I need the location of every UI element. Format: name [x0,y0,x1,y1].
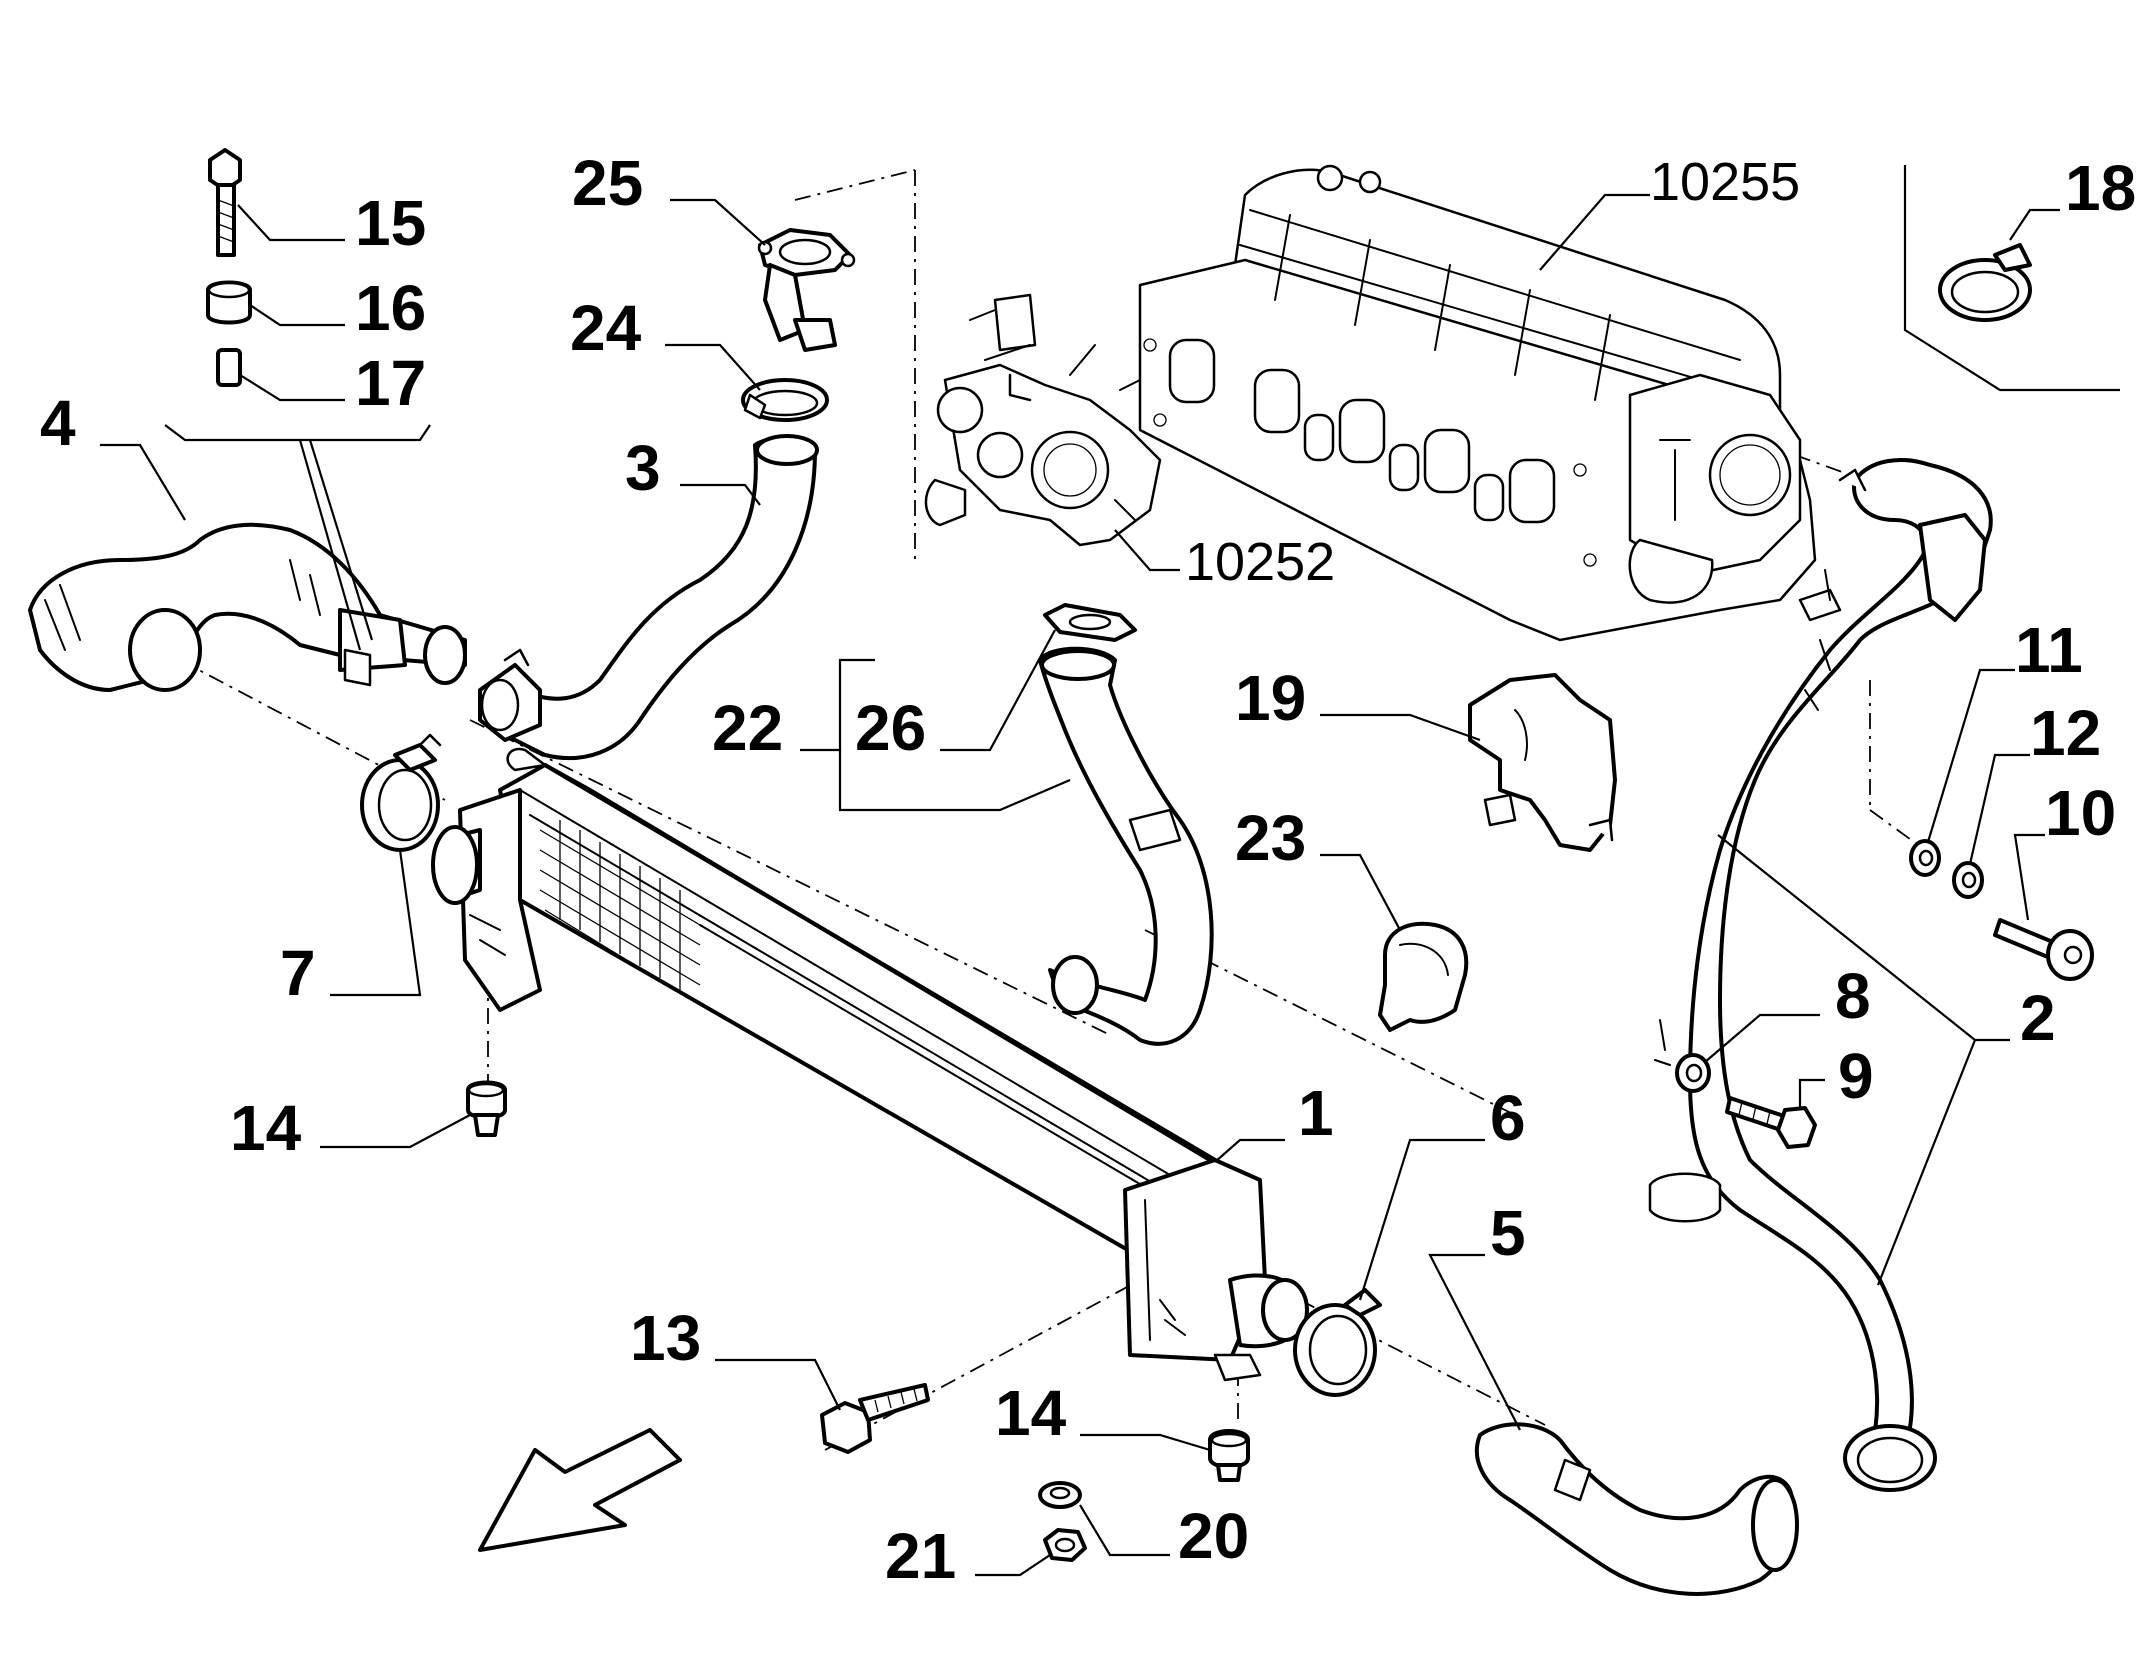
callout-16: 16 [355,272,426,344]
intercooler-fins [539,820,701,1006]
callout-20: 20 [1178,1500,1249,1572]
callout-10: 10 [2045,777,2116,849]
callout-15: 15 [355,187,426,259]
callout-22: 22 [712,692,783,764]
intake-manifold [1138,164,1817,642]
callout-11: 11 [2015,614,2083,686]
bracket-19 [1468,673,1617,852]
flanged-connector-25 [757,228,856,352]
callout-3: 3 [625,432,661,504]
callout-25: 25 [572,147,643,219]
hose-clamp-18 [1938,243,2032,322]
lower-hose-5 [1474,1422,1799,1596]
hose-clamp-24 [741,378,829,422]
reference-10252: 10252 [1185,532,1335,592]
washer-20 [1038,1481,1082,1509]
bolt-10 [1993,918,2094,981]
callout-21: 21 [885,1520,956,1592]
callout-18: 18 [2065,152,2136,224]
rubber-mount-14b [1208,1429,1250,1482]
gasket-26 [1043,603,1137,642]
callout-8: 8 [1835,960,1871,1032]
hose-clamp-6 [1293,1288,1382,1397]
washer-8 [1675,1053,1711,1093]
intercooler [431,747,1309,1382]
nut-21 [1043,1528,1087,1562]
front-direction-arrow [478,1428,682,1552]
callout-6: 6 [1490,1082,1526,1154]
center-pipe-22 [1038,646,1214,1046]
callout-7: 7 [280,937,316,1009]
outlet-pipe-2 [1648,458,1993,1492]
egr-throttle-assembly [924,293,1162,547]
hose-clamp-7 [360,733,442,852]
bush-16 [206,280,252,325]
callout-13: 13 [630,1302,701,1374]
callout-14a: 14 [230,1092,302,1164]
callout-4: 4 [40,387,76,459]
callout-23: 23 [1235,802,1306,874]
callout-19: 19 [1235,662,1306,734]
callout-labels: 1 2 3 4 5 6 7 8 9 10 11 12 13 14 14 15 1… [40,147,2136,1592]
washer-12 [1952,861,1984,899]
callout-9: 9 [1838,1040,1874,1112]
upper-hose [478,434,819,761]
callout-17: 17 [355,347,426,419]
retaining-strap-23 [1378,921,1469,1032]
callout-24: 24 [570,292,642,364]
rubber-mount-14a [466,1080,507,1137]
inlet-pipe-left [28,522,467,692]
callout-26: 26 [855,692,926,764]
bolt-9 [1725,1096,1817,1149]
callout-12: 12 [2030,697,2101,769]
screw-13 [820,1383,930,1454]
callout-14b: 14 [995,1377,1067,1449]
washer-11 [1909,839,1941,877]
callout-1: 1 [1298,1077,1334,1149]
callout-5: 5 [1490,1197,1526,1269]
spacer-17 [216,348,242,387]
callout-2: 2 [2020,982,2056,1054]
bolt-15 [208,148,242,257]
leader-lines [100,165,2120,1577]
reference-10255: 10255 [1650,152,1800,212]
